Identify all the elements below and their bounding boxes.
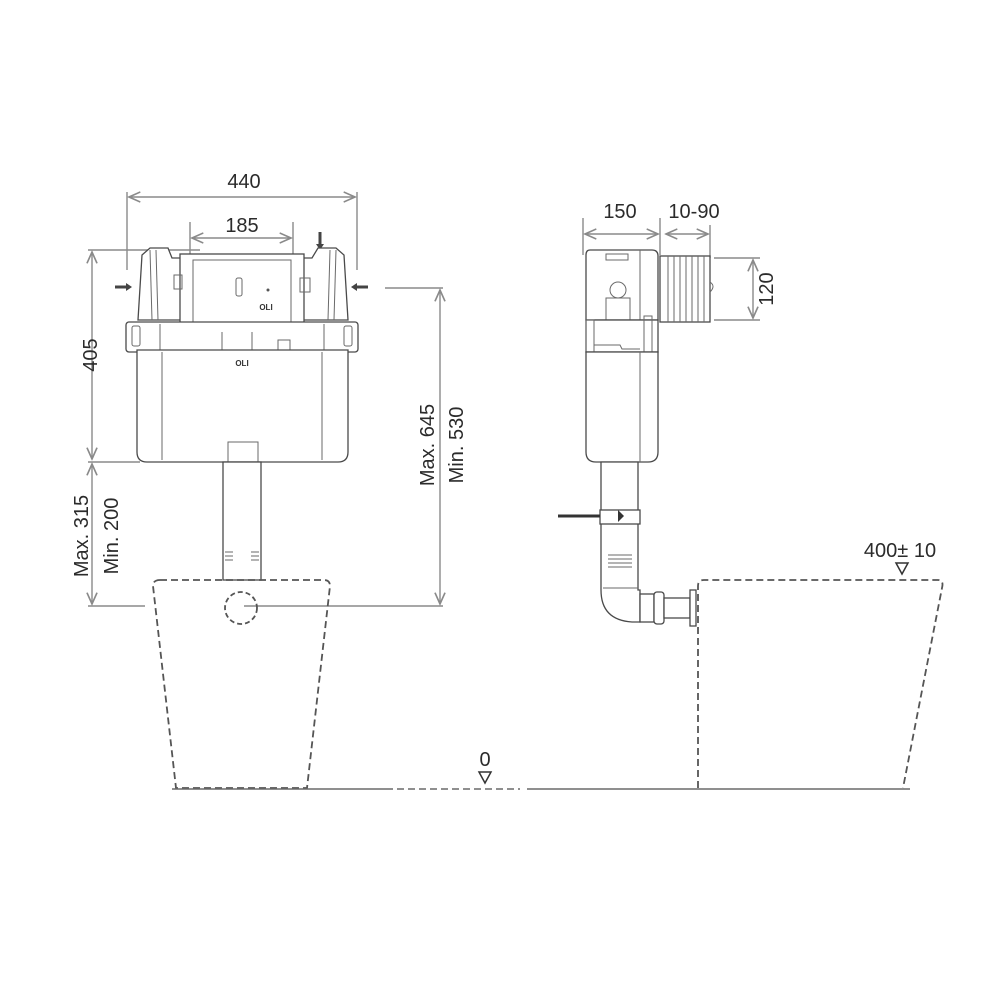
flush-pipe-side [558, 461, 697, 627]
toilet-height-marker: 400± 10 [864, 540, 936, 576]
dimension-405: 405 [80, 249, 200, 459]
dimension-120: 120 [714, 257, 778, 321]
flush-pipe-front [222, 461, 262, 581]
level-triangle-icon [894, 562, 910, 576]
front-view: 440 185 405 Max. 315 Min. 200 [71, 171, 468, 789]
dimension-outlet-height: Max. 645 Min. 530 [244, 287, 468, 607]
dimension-185: 185 [189, 215, 294, 255]
dimension-label-max-315: Max. 315 [71, 495, 93, 577]
level-label-400: 400± 10 [864, 540, 936, 562]
floor-line: 0 [172, 749, 910, 790]
dimension-label-min-200: Min. 200 [101, 498, 123, 575]
toilet-bowl-side [697, 579, 944, 789]
dimension-label-440: 440 [227, 171, 260, 193]
cistern-front: OLI OLI [125, 247, 359, 463]
dimension-label-150: 150 [603, 201, 636, 223]
brand-mark-tank: OLI [235, 359, 248, 368]
floor-level-triangle-icon [477, 771, 493, 785]
dimension-label-185: 185 [225, 215, 258, 237]
brand-mark-button: OLI [259, 303, 272, 312]
dimension-pipe-length: Max. 315 Min. 200 [71, 461, 145, 607]
dimension-label-min-530: Min. 530 [446, 407, 468, 484]
dimension-label-120: 120 [756, 272, 778, 305]
inlet-arrow-right-icon [351, 283, 368, 291]
dimension-10-90: 10-90 [666, 201, 720, 258]
level-label-0: 0 [479, 749, 490, 771]
dimension-label-10-90: 10-90 [668, 201, 719, 223]
side-view: 150 10-90 120 [558, 201, 944, 789]
dimension-label-max-645: Max. 645 [417, 404, 439, 486]
inlet-arrow-top-icon [316, 232, 324, 250]
dimension-440: 440 [126, 171, 358, 270]
dimension-150: 150 [582, 201, 661, 255]
toilet-bowl-front [152, 579, 331, 789]
inlet-arrow-left-icon [115, 283, 132, 291]
dimension-label-405: 405 [80, 338, 102, 371]
cistern-side [585, 249, 714, 463]
